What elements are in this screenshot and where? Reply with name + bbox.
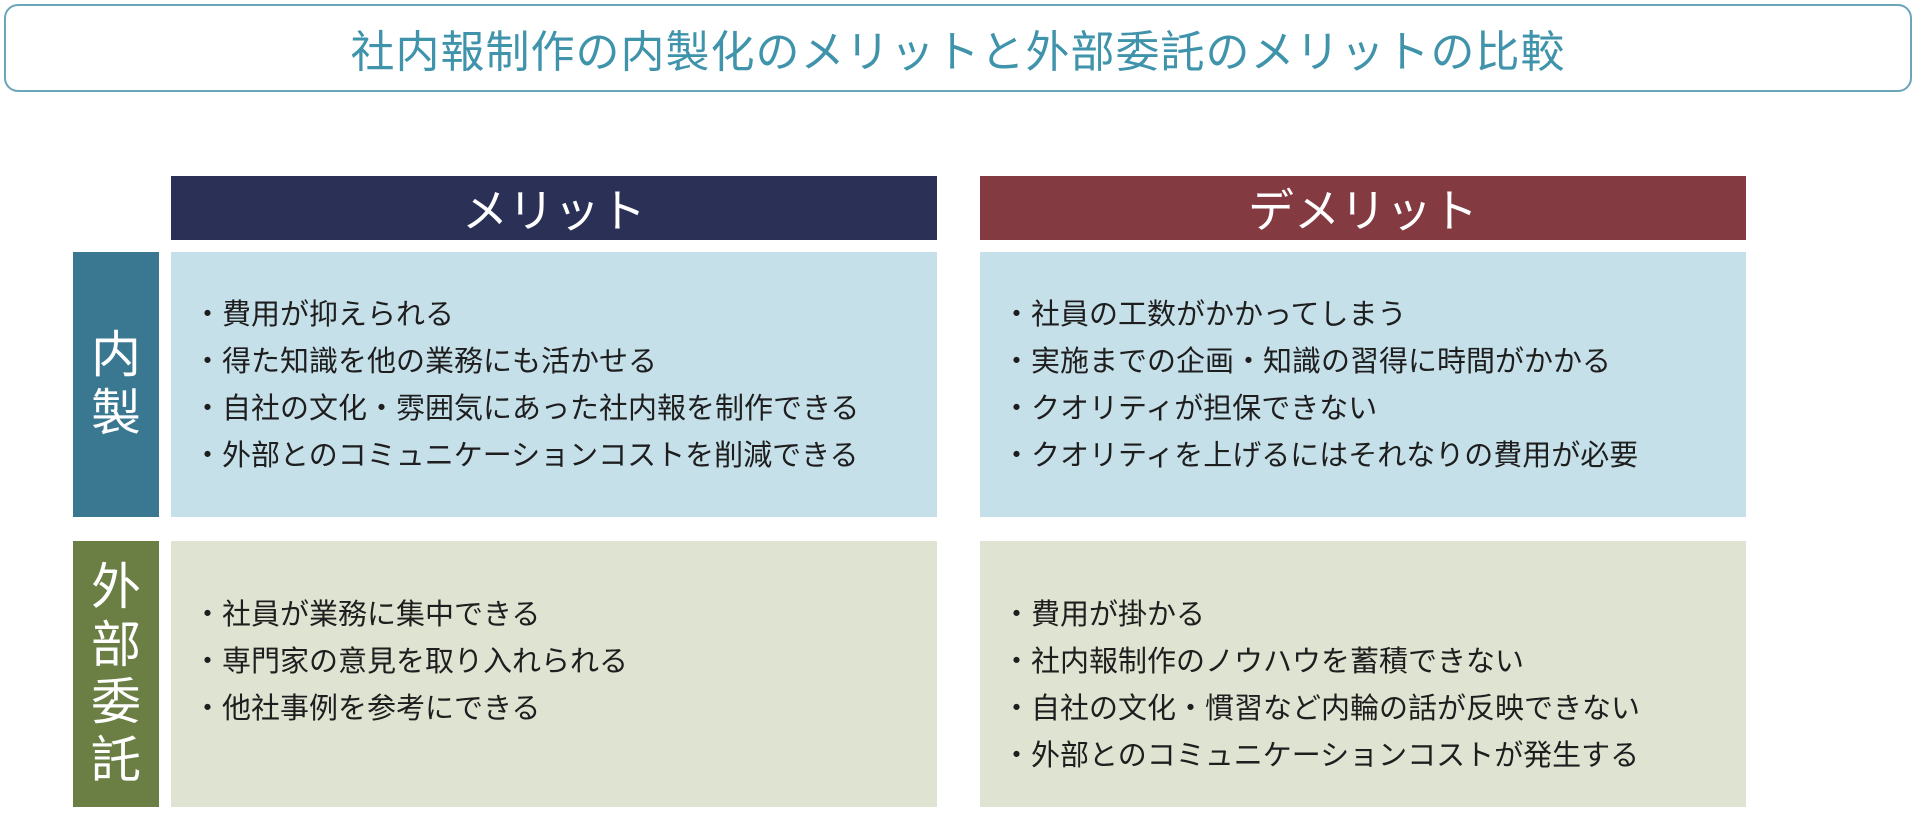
row-label-char: 委 [91,673,141,731]
list-item: ・自社の文化・雰囲気にあった社内報を制作できる [193,390,860,425]
row-label-char: 外 [91,558,141,616]
page-title: 社内報制作の内製化のメリットと外部委託のメリットの比較 [350,27,1566,78]
row-label-in-house: 内 製 [73,252,159,517]
list-item: ・クオリティを上げるにはそれなりの費用が必要 [1002,437,1639,472]
row-label-char: 内 [91,326,141,384]
merit-header: メリット [171,176,937,240]
outsourcing-merits: ・社員が業務に集中できる ・専門家の意見を取り入れられる ・他社事例を参考にでき… [171,541,937,807]
row-label-char: 部 [91,615,141,674]
in-house-demerits: ・社員の工数がかかってしまう ・実施までの企画・知識の習得に時間がかかる ・クオ… [980,252,1746,517]
list-item: ・得た知識を他の業務にも活かせる [193,343,658,378]
title-box: 社内報制作の内製化のメリットと外部委託のメリットの比較 [4,4,1912,92]
list-item: ・実施までの企画・知識の習得に時間がかかる [1002,343,1612,378]
list-item: ・他社事例を参考にできる [193,691,541,725]
row-label-outsourcing: 外 部 委 託 [73,541,159,807]
outsourcing-demerits: ・費用が掛かる ・社内報制作のノウハウを蓄積できない ・自社の文化・慣習など内輪… [980,541,1746,807]
list-item: ・費用が抑えられる [193,296,455,331]
list-item: ・社員が業務に集中できる [193,597,541,631]
in-house-merits: ・費用が抑えられる ・得た知識を他の業務にも活かせる ・自社の文化・雰囲気にあっ… [171,252,937,517]
list-item: ・社内報制作のノウハウを蓄積できない [1002,644,1525,678]
list-item: ・外部とのコミュニケーションコストが発生する [1002,738,1640,772]
list-item: ・社員の工数がかかってしまう [1002,296,1407,331]
list-item: ・費用が掛かる [1002,597,1206,631]
row-label-char: 託 [91,730,141,789]
list-item: ・専門家の意見を取り入れられる [193,644,629,678]
list-item: ・外部とのコミュニケーションコストを削減できる [193,437,859,472]
row-label-char: 製 [91,383,141,442]
list-item: ・自社の文化・慣習など内輪の話が反映できない [1002,691,1641,725]
demerit-header: デメリット [980,176,1746,240]
list-item: ・クオリティが担保できない [1002,390,1378,425]
